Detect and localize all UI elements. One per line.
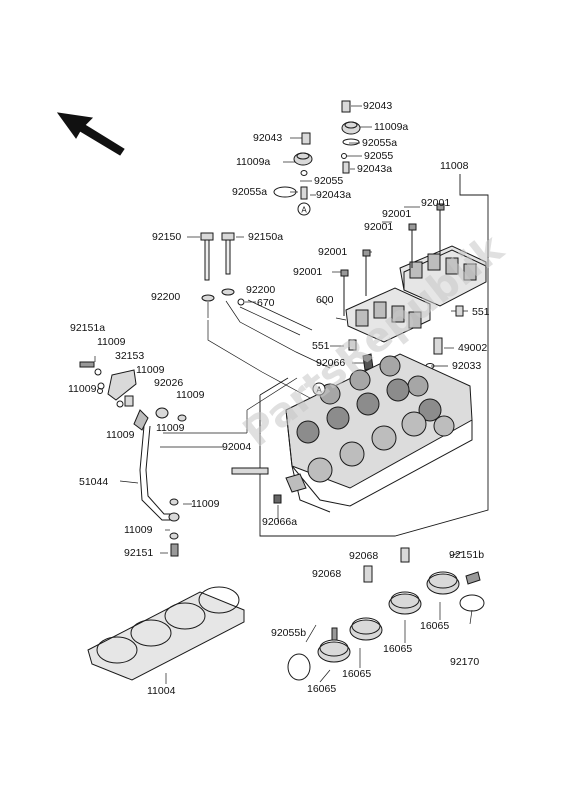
part-label-92001: 92001: [318, 246, 348, 258]
part-label-16065: 16065: [342, 668, 372, 680]
part-label-92150: 92150: [152, 231, 182, 243]
head-bolts: [200, 232, 245, 306]
part-label-92200: 92200: [151, 291, 181, 303]
leader-lines: [94, 105, 473, 684]
part-label-92001: 92001: [364, 221, 394, 233]
part-label-11009: 11009: [191, 498, 220, 510]
part-label-92001: 92001: [421, 197, 451, 209]
oil-hose-fittings: [79, 361, 187, 557]
part-label-11009: 11009: [176, 389, 205, 401]
part-label-551: 551: [472, 306, 490, 318]
part-label-11009a: 11009a: [374, 121, 409, 133]
part-label-92170: 92170: [450, 656, 480, 668]
head-gasket: [87, 586, 245, 681]
camshaft-holder-assembly: [340, 203, 487, 371]
part-label-92066: 92066: [316, 357, 346, 369]
part-label-92001: 92001: [382, 208, 412, 220]
part-label-92068: 92068: [349, 550, 379, 562]
part-label-49002: 49002: [458, 342, 488, 354]
reference-a-marker-head: A: [312, 382, 326, 396]
part-label-11004: 11004: [147, 685, 176, 697]
arrow-direction-icon: [56, 112, 125, 156]
part-label-92055a: 92055a: [232, 186, 268, 198]
part-label-92151b: 92151b: [449, 549, 485, 561]
part-label-92066a: 92066a: [262, 516, 298, 528]
part-label-11009: 11009: [156, 422, 185, 434]
part-label-92043: 92043: [253, 132, 283, 144]
part-label-11009a: 11009a: [236, 156, 271, 168]
part-label-11009: 11009: [124, 524, 153, 536]
part-label-32153: 32153: [115, 350, 145, 362]
part-label-11009: 11009: [97, 336, 126, 348]
intake-holders: [287, 547, 485, 681]
cylinder-head-block: [231, 353, 473, 513]
part-label-92055b: 92055b: [271, 627, 307, 639]
part-label-670: 670: [257, 297, 275, 309]
reference-a-text-head: A: [316, 386, 322, 395]
part-label-92043a: 92043a: [357, 163, 393, 175]
part-label-11008: 11008: [440, 160, 469, 172]
reference-a-icon: A: [297, 202, 311, 216]
part-label-16065: 16065: [307, 683, 337, 695]
part-label-92150a: 92150a: [248, 231, 284, 243]
assembly-outline: [259, 174, 489, 537]
part-label-51044: 51044: [79, 476, 109, 488]
part-label-11009: 11009: [68, 383, 97, 395]
part-label-92004: 92004: [222, 441, 252, 453]
part-label-16065: 16065: [383, 643, 413, 655]
part-label-92055: 92055: [364, 150, 394, 162]
part-label-92055: 92055: [314, 175, 344, 187]
part-label-92043a: 92043a: [316, 189, 352, 201]
part-label-92151: 92151: [124, 547, 154, 559]
part-label-11009: 11009: [106, 429, 135, 441]
part-label-92001: 92001: [293, 266, 323, 278]
part-label-92043: 92043: [363, 100, 393, 112]
part-label-16065: 16065: [420, 620, 450, 632]
part-label-92068: 92068: [312, 568, 342, 580]
part-label-11009: 11009: [136, 364, 165, 376]
reference-a-text: A: [301, 206, 307, 215]
part-label-92200: 92200: [246, 284, 276, 296]
part-label-92151a: 92151a: [70, 322, 106, 334]
part-label-600: 600: [316, 294, 334, 306]
part-label-92033: 92033: [452, 360, 482, 372]
part-label-92026: 92026: [154, 377, 184, 389]
part-label-92055a: 92055a: [362, 137, 398, 149]
part-label-551: 551: [312, 340, 330, 352]
oil-pipe-parts-top: [273, 100, 361, 200]
